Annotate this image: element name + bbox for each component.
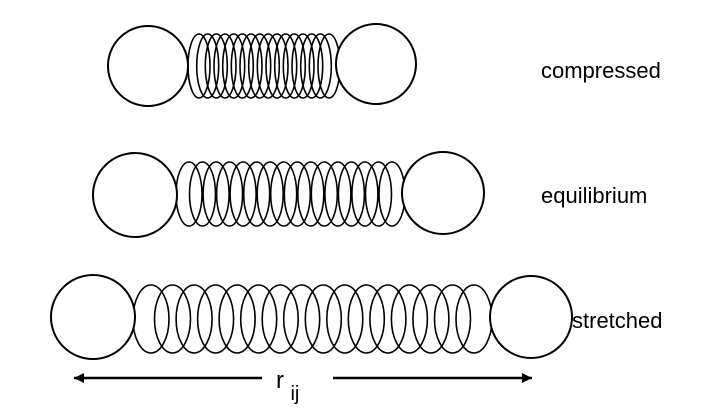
spring-coil <box>299 33 324 99</box>
label-stretched: stretched <box>572 308 663 333</box>
row-stretched: stretched <box>50 274 663 360</box>
spring-coil <box>230 33 255 99</box>
spring-coil <box>283 161 312 227</box>
spring-coil <box>273 33 298 99</box>
spring-coil <box>239 284 278 354</box>
distance-symbol: r <box>276 367 284 394</box>
spring-compressed <box>187 33 341 99</box>
spring-coil <box>282 284 321 354</box>
spring-coil <box>202 161 230 227</box>
spring-coil <box>256 33 281 99</box>
spring-coil <box>455 284 493 354</box>
spring-coil <box>412 284 450 354</box>
spring-coil <box>195 33 220 99</box>
spring-coil <box>325 284 364 354</box>
spring-coil <box>337 161 366 227</box>
distance-indicator: r ij <box>74 367 532 405</box>
spring-coil <box>187 33 211 99</box>
spring-coil <box>308 33 333 99</box>
spring-coil <box>218 284 256 354</box>
spring-coil <box>390 284 429 354</box>
label-compressed: compressed <box>541 58 661 83</box>
spring-coil <box>188 161 217 227</box>
spring-coil <box>132 284 170 354</box>
spring-coil <box>239 33 263 99</box>
spring-coil <box>433 284 472 354</box>
spring-coil <box>247 33 272 99</box>
spring-coil <box>282 33 307 99</box>
atom-i-compressed <box>107 25 189 107</box>
spring-coil <box>242 161 271 227</box>
distance-label: r ij <box>276 367 299 405</box>
spring-coil <box>261 284 300 354</box>
atom-j-compressed <box>335 23 417 105</box>
distance-subscript: ij <box>290 383 299 405</box>
spring-coil <box>296 161 325 227</box>
spring-coil <box>215 161 244 227</box>
atom-i-equilibrium <box>92 152 178 238</box>
spring-coil <box>256 161 285 227</box>
spring-coil <box>204 33 229 99</box>
spring-coil <box>153 284 192 354</box>
spring-coil <box>196 284 235 354</box>
spring-coil <box>310 161 339 227</box>
spring-coil <box>347 284 386 354</box>
spring-coil <box>221 33 246 99</box>
spring-coil <box>324 161 352 227</box>
row-compressed: compressed <box>107 23 661 107</box>
atom-i-stretched <box>50 274 136 360</box>
spring-coil <box>369 284 407 354</box>
spring-coil <box>351 161 379 227</box>
spring-coil <box>304 284 343 354</box>
spring-coil <box>175 284 213 354</box>
spring-coil <box>213 33 237 99</box>
spring-stretched <box>132 284 493 354</box>
spring-coil <box>364 161 393 227</box>
spring-coil <box>291 33 315 99</box>
spring-coil <box>265 33 289 99</box>
spring-equilibrium <box>175 161 406 227</box>
label-equilibrium: equilibrium <box>541 183 647 208</box>
atom-j-stretched <box>489 275 573 359</box>
spring-coil <box>269 161 298 227</box>
row-equilibrium: equilibrium <box>92 151 647 238</box>
atom-j-equilibrium <box>401 151 485 235</box>
spring-coil <box>229 161 257 227</box>
